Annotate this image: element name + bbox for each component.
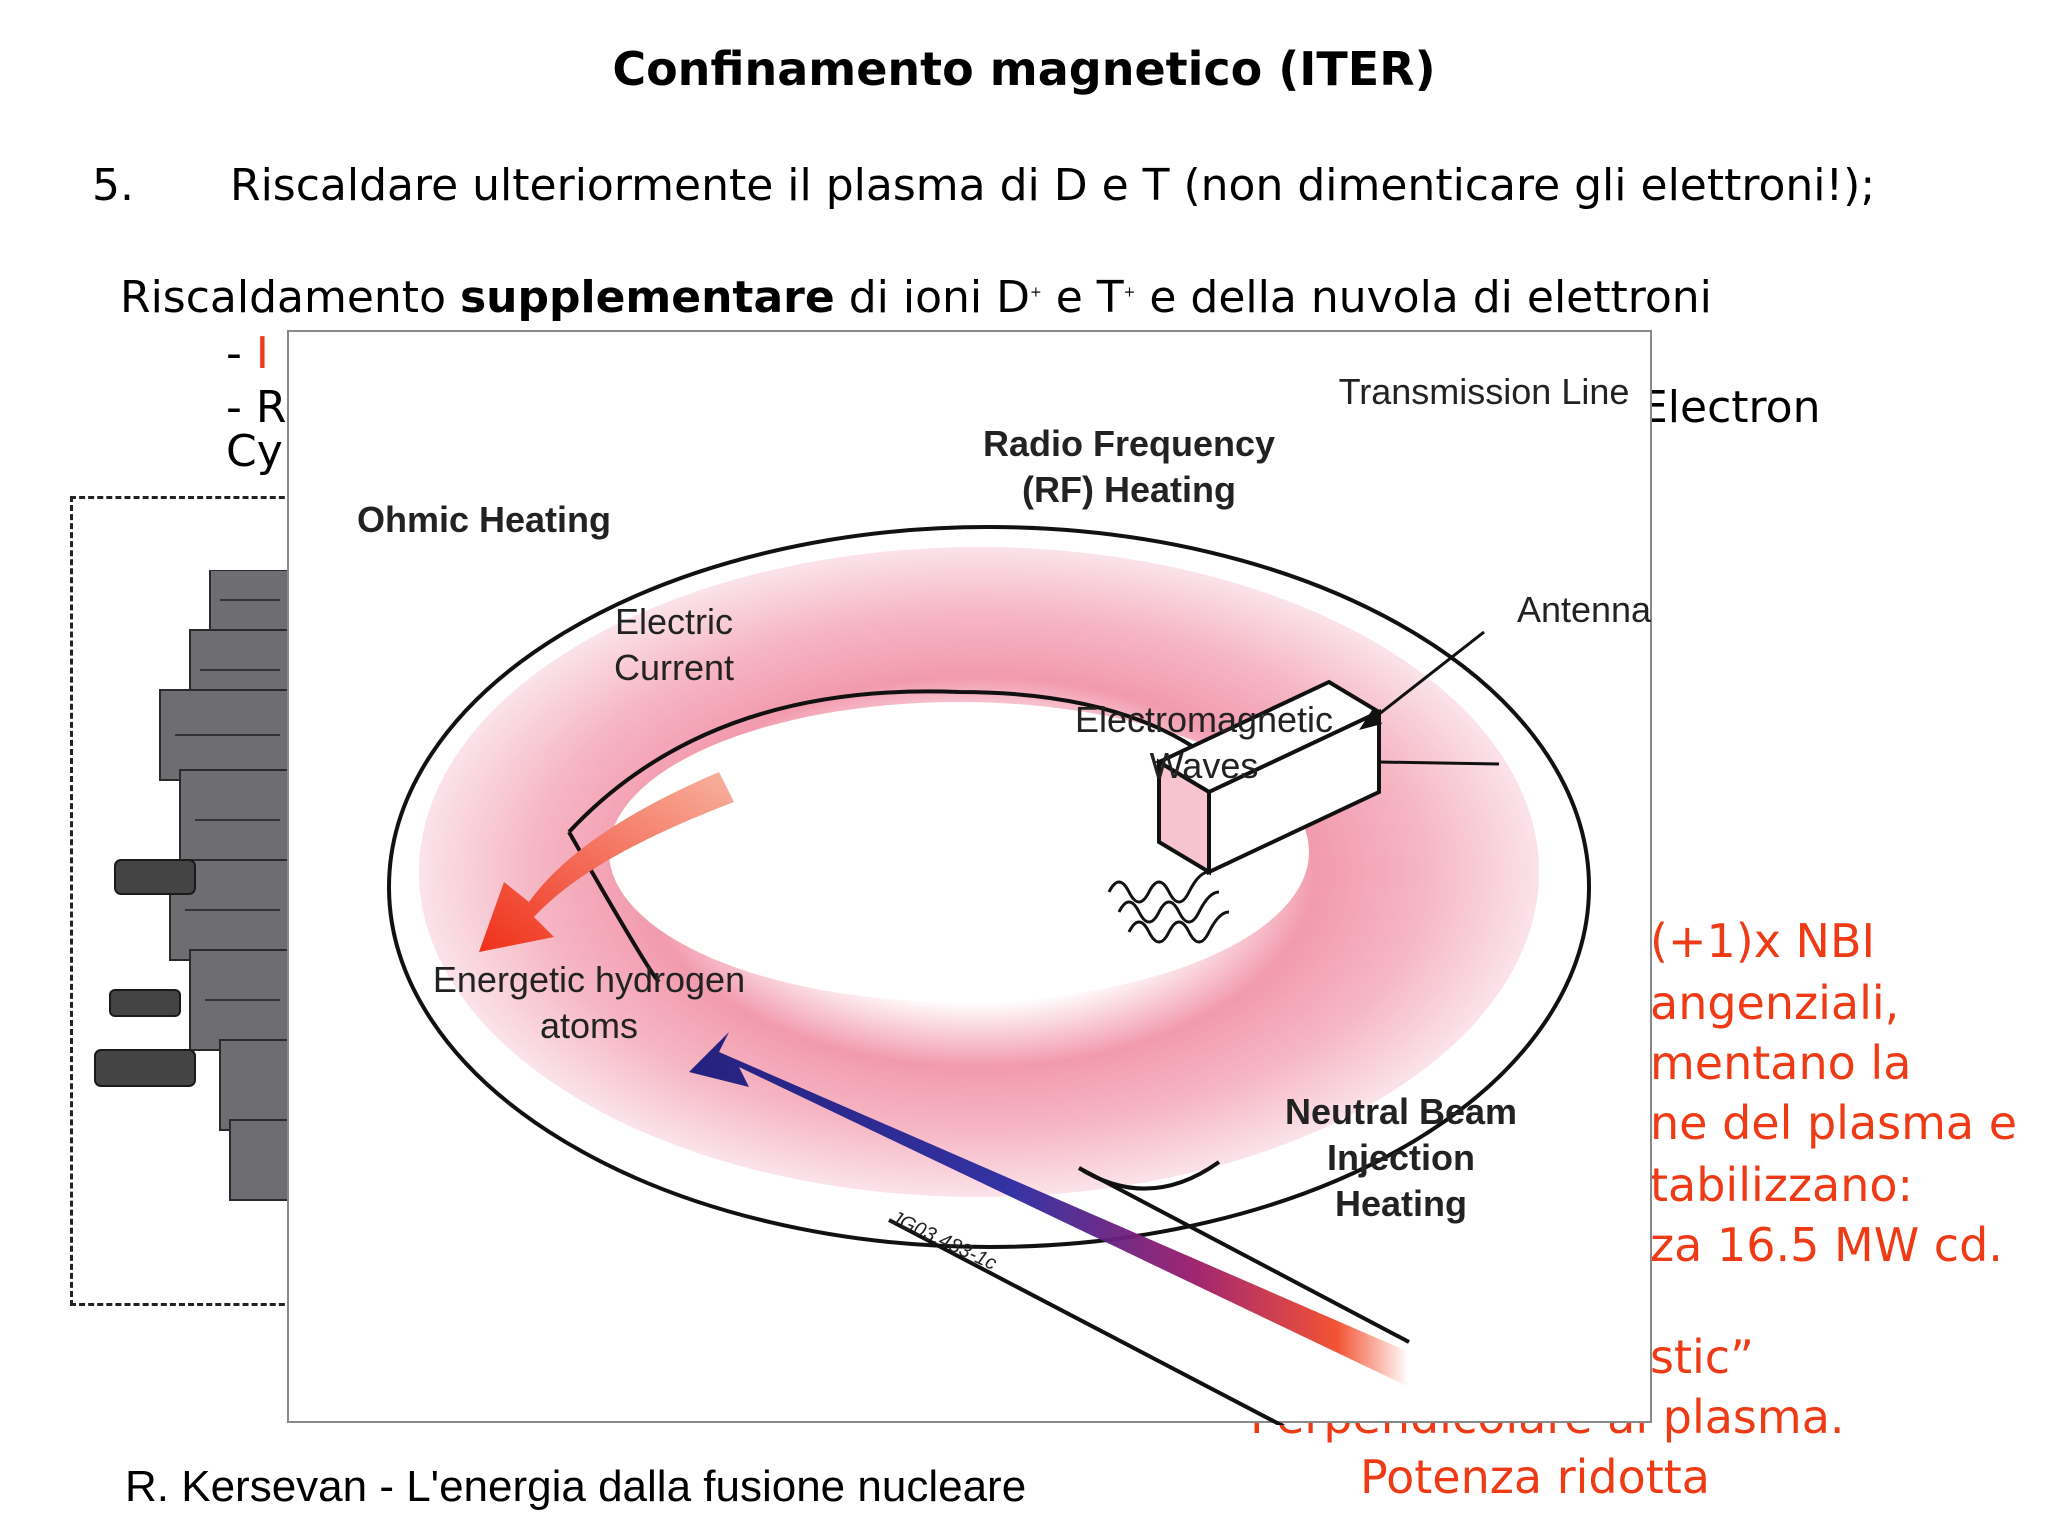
em-waves-icon — [1107, 870, 1230, 944]
label-energetic-h-2: atoms — [540, 1005, 638, 1046]
electric-current-arrow — [479, 772, 734, 952]
heating-diagram: Transmission Line Radio Frequency (RF) H… — [287, 330, 1652, 1425]
rf-waveguide — [1154, 679, 1384, 876]
label-rf-heating-2: (RF) Heating — [1022, 469, 1236, 510]
torus-inner-edge — [567, 689, 1256, 834]
ion-charge-t: + — [1123, 284, 1136, 301]
heating-suffix: e della nuvola di elettroni — [1149, 272, 1712, 323]
bullet-2-right: Electron — [1640, 382, 1821, 433]
note-line-3: mentano la — [1650, 1036, 1912, 1090]
iter-image-frame — [70, 496, 303, 1306]
heating-middle2: e T — [1055, 272, 1124, 323]
label-transmission-line: Transmission Line — [1339, 371, 1630, 412]
label-rf-heating-1: Radio Frequency — [983, 423, 1275, 464]
label-ohmic-heating: Ohmic Heating — [357, 499, 611, 540]
bullet-3: Cy — [226, 426, 283, 477]
footer-author: R. Kersevan - L'energia dalla fusione nu… — [125, 1462, 1027, 1511]
heating-description: Riscaldamento supplementare di ioni D+ e… — [120, 272, 1712, 323]
label-nbi-1: Neutral Beam — [1285, 1091, 1517, 1132]
bullet-1-dash: - — [226, 328, 242, 379]
heating-middle: di ioni D — [848, 272, 1030, 323]
label-electric-current-1: Electric — [615, 601, 733, 642]
bullet-2: - R — [226, 382, 287, 433]
label-nbi-3: Heating — [1335, 1183, 1467, 1224]
note-line-4: ne del plasma e — [1650, 1096, 2018, 1150]
note-line-9: Potenza ridotta — [1360, 1450, 1710, 1504]
note-line-2: angenziali, — [1650, 976, 1900, 1030]
label-energetic-h-1: Energetic hydrogen — [433, 959, 745, 1000]
slide-title: Confinamento magnetico (ITER) — [612, 42, 1436, 96]
label-electric-current-2: Current — [614, 647, 734, 688]
label-antenna: Antenna — [1517, 589, 1652, 630]
torus-hole — [609, 702, 1309, 1002]
label-em-waves-1: Electromagnetic — [1075, 699, 1333, 740]
neutral-beam-arrow — [689, 1032, 1409, 1387]
item-text: Riscaldare ulteriormente il plasma di D … — [230, 160, 1876, 211]
note-line-5: tabilizzano: — [1650, 1158, 1914, 1212]
item-number: 5. — [92, 160, 134, 211]
ion-charge-d: + — [1029, 284, 1042, 301]
note-line-6: za 16.5 MW cd. — [1650, 1218, 2003, 1272]
note-line-1: (+1)x NBI — [1650, 914, 1876, 968]
bullet-1: - I — [226, 328, 269, 379]
label-em-waves-2: Waves — [1150, 745, 1259, 786]
heating-prefix: Riscaldamento — [120, 272, 446, 323]
label-nbi-2: Injection — [1327, 1137, 1475, 1178]
bullet-1-text: I — [255, 328, 269, 379]
heating-bold-word: supplementare — [459, 272, 835, 323]
note-line-7: stic” — [1650, 1330, 1754, 1384]
iter-machine-image — [94, 570, 291, 1201]
heating-diagram-svg: Transmission Line Radio Frequency (RF) H… — [357, 371, 1652, 1425]
